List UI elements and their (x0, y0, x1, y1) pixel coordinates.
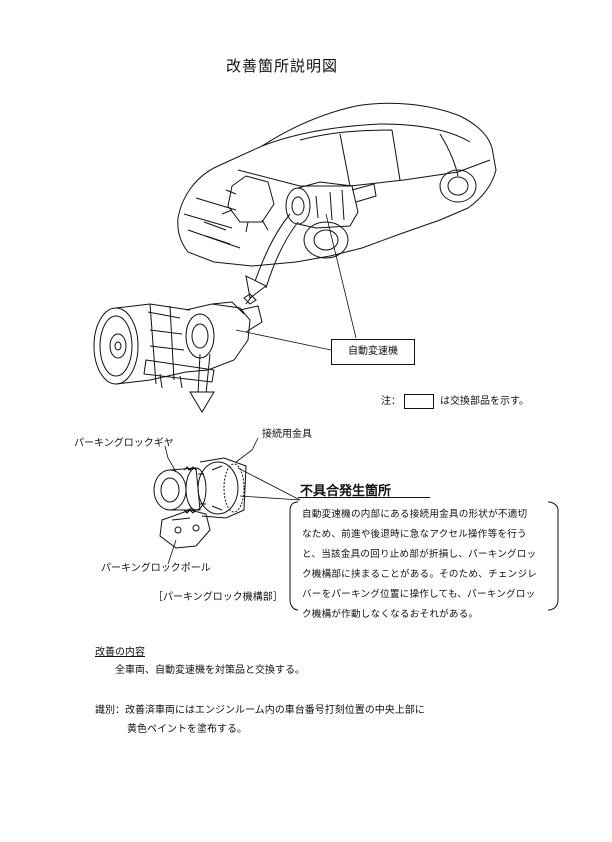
defect-line: ク機構が作動しなくなるおそれがある。 (302, 609, 479, 620)
arrow-car-to-transmission (245, 213, 299, 299)
note-prefix: 注： (381, 396, 401, 407)
car-outline-drawing (177, 102, 497, 267)
automatic-transmission-label: 自動変速機 (331, 339, 415, 365)
transmission-drawing (93, 293, 263, 389)
defect-heading-underline (298, 497, 430, 498)
detail-leader-lines (164, 437, 301, 565)
defect-line: バーをパーキング位置に操作しても、パーキングロッ (302, 589, 536, 600)
connecting-bracket-label: 接続用金具 (262, 429, 312, 440)
leader-car-to-label (325, 213, 357, 339)
arrow-down-to-detail (189, 353, 215, 413)
parking-lock-gear-label: パーキングロックギヤ (74, 438, 174, 449)
leader-exploded-to-label (235, 329, 332, 351)
page-title: 改善箇所説明図 (226, 57, 339, 75)
remedy-text: 全車両、自動変速機を対策品と交換する。 (115, 665, 305, 676)
parking-lock-drawing (153, 457, 247, 549)
defect-line: と、当該金具の回り止め部が折損し、パーキングロッ (302, 549, 537, 560)
identification-line-1: 識別：改善済車両にはエンジンルーム内の車台番号打刻位置の中央上部に (95, 705, 425, 716)
parking-lock-mechanism-caption: ［パーキングロック機構部］ (153, 592, 283, 603)
defect-description: 自動変速機の内部にある接続用金具の形状が不適切 なため、前進や後退時に急なアクセ… (302, 505, 554, 625)
replacement-part-swatch (404, 393, 434, 409)
note-suffix: は交換部品を示す。 (440, 396, 529, 407)
defect-box-frame (289, 501, 559, 611)
replacement-note: 注： は交換部品を示す。 (381, 392, 529, 409)
defect-heading: 不具合発生箇所 (300, 484, 392, 499)
defect-line: ク機構部に挟まることがある。そのため、チェンジレ (302, 569, 538, 580)
remedy-heading: 改善の内容 (95, 647, 145, 658)
defect-line: なため、前進や後退時に急なアクセル操作等を行う (302, 529, 527, 540)
identification-line-2: 黄色ペイントを塗布する。 (127, 724, 247, 735)
defect-line: 自動変速機の内部にある接続用金具の形状が不適切 (302, 509, 528, 520)
parking-lock-pawl-label: パーキングロックポール (101, 563, 211, 574)
